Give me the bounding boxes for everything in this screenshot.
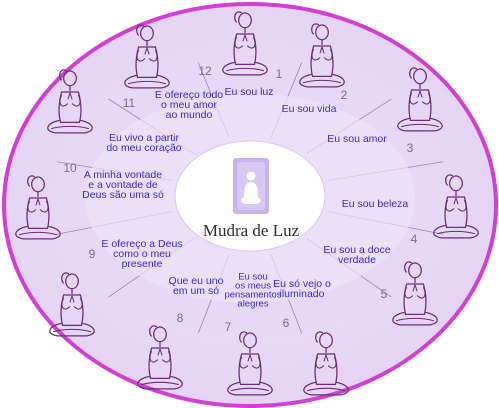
position-number-6: 6 bbox=[283, 316, 290, 330]
affirmation-label-2: Eu sou vida bbox=[282, 103, 337, 115]
labels: Eu sou luz Eu sou vida Eu sou amor Eu sou b… bbox=[82, 86, 408, 310]
position-number-1: 1 bbox=[276, 67, 283, 81]
position-number-12: 12 bbox=[198, 64, 212, 78]
position-number-7: 7 bbox=[225, 320, 232, 334]
position-number-3: 3 bbox=[407, 141, 414, 155]
affirmation-label-4: Eu sou beleza bbox=[342, 198, 409, 210]
position-number-2: 2 bbox=[341, 88, 348, 102]
position-number-10: 10 bbox=[63, 161, 77, 175]
position-number-4: 4 bbox=[411, 232, 418, 246]
position-number-11: 11 bbox=[123, 96, 136, 110]
position-number-8: 8 bbox=[177, 311, 184, 325]
diagram-title: Mudra de Luz bbox=[203, 221, 300, 240]
position-number-5: 5 bbox=[381, 287, 388, 301]
affirmation-label-3: Eu sou amor bbox=[327, 133, 387, 145]
central-meditator-icon bbox=[233, 158, 269, 214]
position-number-9: 9 bbox=[89, 247, 96, 261]
affirmation-label-1: Eu sou luz bbox=[224, 86, 273, 98]
